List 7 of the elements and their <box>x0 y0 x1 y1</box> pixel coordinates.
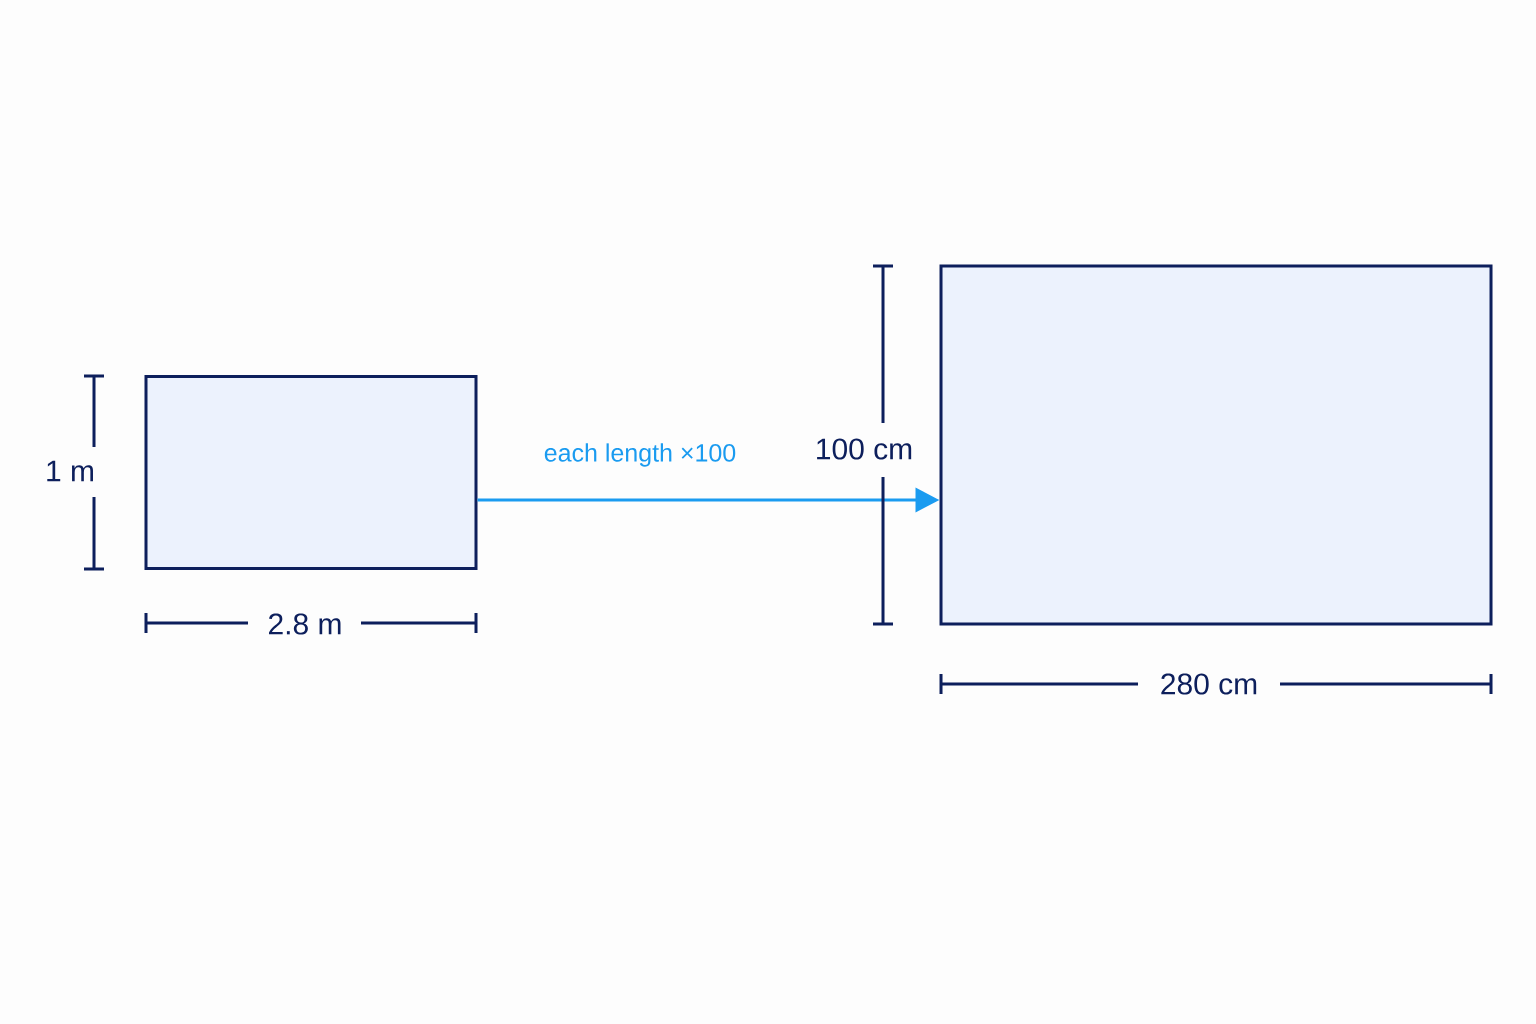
dimension-label: 100 cm <box>817 438 912 460</box>
dimension-label: 1 m <box>47 460 93 482</box>
rectangle-shape <box>939 264 1493 626</box>
rectangle-shape <box>144 375 478 570</box>
edge-label: each length ×100 <box>544 443 736 467</box>
dimension-label: 280 cm <box>1161 673 1257 695</box>
dimension-label: 2.8 m <box>269 613 341 635</box>
